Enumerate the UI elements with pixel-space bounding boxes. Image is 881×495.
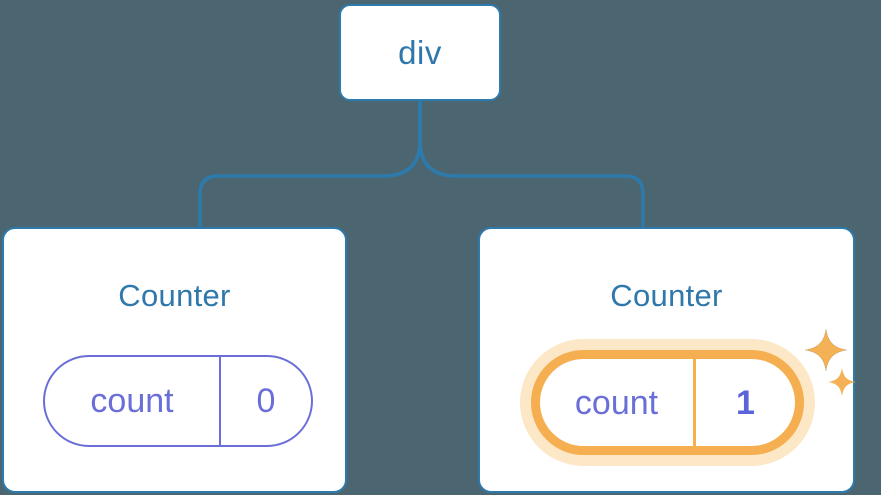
counter-left-title: Counter [118, 278, 231, 313]
counter-left-state-value: 0 [256, 382, 276, 420]
counter-right-state-pill[interactable]: count 1 [520, 339, 815, 466]
counter-left-state-key: count [45, 357, 221, 445]
connector-to-right-counter [418, 99, 645, 229]
node-counter-right[interactable]: Counter count 1 [478, 227, 856, 493]
node-div[interactable]: div [339, 4, 501, 101]
counter-right-state-value: 1 [736, 383, 755, 422]
node-div-label: div [398, 34, 442, 71]
connector-to-left-counter [198, 99, 422, 229]
counter-right-title: Counter [610, 278, 723, 313]
node-counter-left[interactable]: Counter count 0 [2, 227, 347, 493]
sparkle-large-icon [805, 329, 847, 371]
state-update-ring [531, 350, 804, 455]
sparkle-small-icon [828, 368, 856, 396]
counter-left-state-pill[interactable]: count 0 [43, 355, 313, 447]
counter-right-state-key: count [540, 359, 696, 446]
